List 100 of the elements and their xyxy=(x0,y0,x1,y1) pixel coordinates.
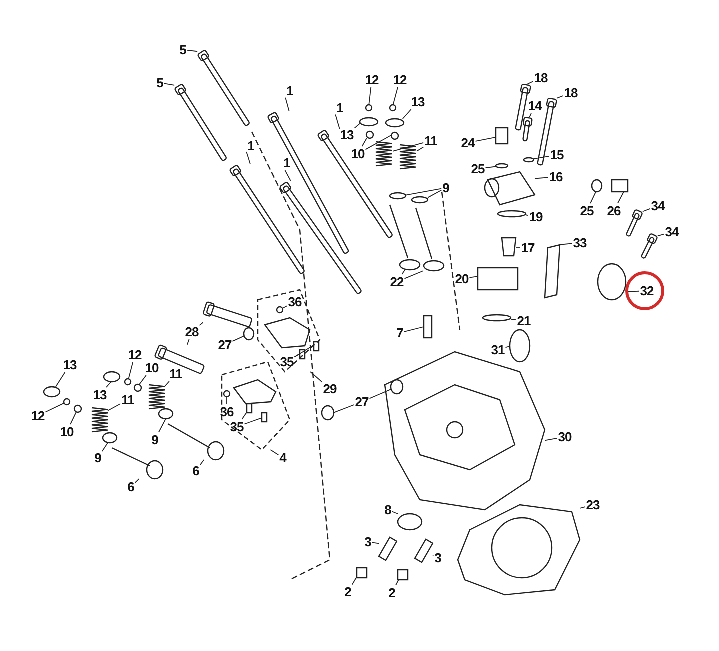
o-ring xyxy=(482,314,512,322)
callout-number: 23 xyxy=(586,498,600,512)
leader-line xyxy=(232,336,244,342)
valve-spring xyxy=(91,407,109,433)
callout-number: 16 xyxy=(549,170,563,184)
callout-number: 33 xyxy=(573,236,587,250)
leader-line xyxy=(396,580,400,586)
callout-number: 2 xyxy=(344,586,352,598)
valve-seal xyxy=(134,384,142,392)
bolt xyxy=(197,49,251,127)
spring-seat xyxy=(158,408,174,420)
leader-line xyxy=(527,81,534,85)
leader-line xyxy=(626,290,640,292)
valve xyxy=(168,423,225,461)
leader-line xyxy=(556,96,564,99)
head-gasket xyxy=(457,504,581,596)
leader-line xyxy=(406,188,442,196)
callout-number: 1 xyxy=(248,140,254,152)
callout-number: 15 xyxy=(550,148,564,162)
callout-number: 1 xyxy=(286,84,294,98)
bracket xyxy=(544,244,561,299)
pushrod xyxy=(202,301,253,328)
callout-number: 2 xyxy=(388,586,396,600)
stud xyxy=(378,536,398,562)
leader-line xyxy=(485,166,496,168)
callout-number: 12 xyxy=(128,348,142,362)
valve-spring xyxy=(399,144,417,170)
leader-line xyxy=(244,418,262,425)
callout-number: 35 xyxy=(230,420,244,434)
spring-seat xyxy=(389,192,407,200)
callout-number: 29 xyxy=(323,382,337,396)
callout-number: 1 xyxy=(284,156,290,170)
hose-clamp xyxy=(597,263,627,301)
leader-line xyxy=(200,460,205,466)
adjuster-screw xyxy=(313,341,320,352)
leader-line xyxy=(246,152,251,164)
spring-retainer xyxy=(359,117,379,127)
callout-number: 11 xyxy=(424,134,438,148)
callout-number: 3 xyxy=(364,536,372,548)
callout-number: 10 xyxy=(351,148,365,160)
callout-number: 27 xyxy=(218,338,232,352)
stud xyxy=(414,538,434,564)
callout-number: 25 xyxy=(471,162,485,176)
callout-number: 5 xyxy=(156,76,164,90)
callout-number: 19 xyxy=(529,210,543,224)
callout-number: 5 xyxy=(180,44,186,56)
callout-number: 13 xyxy=(340,128,354,142)
leader-line xyxy=(106,382,112,388)
leader-line xyxy=(164,83,176,86)
bolt xyxy=(640,232,659,260)
callout-number: 1 xyxy=(336,102,344,114)
leader-line xyxy=(365,134,392,150)
o-ring xyxy=(497,210,527,218)
valve-keeper xyxy=(63,398,71,406)
nut xyxy=(356,567,368,579)
washer xyxy=(321,405,335,421)
callout-number: 18 xyxy=(534,72,548,84)
leader-line xyxy=(108,404,122,412)
leader-line xyxy=(505,346,510,348)
callout-number: 4 xyxy=(280,452,286,464)
leader-line xyxy=(282,306,288,309)
leader-line xyxy=(617,192,624,204)
leader-line xyxy=(372,542,380,544)
spring-seat xyxy=(411,196,429,204)
callout-number: 6 xyxy=(128,480,134,494)
callout-number: 26 xyxy=(607,204,621,218)
spring-retainer xyxy=(385,118,405,128)
leader-line xyxy=(642,208,651,212)
leader-line xyxy=(164,381,170,388)
callout-number: 18 xyxy=(564,86,578,100)
bolt xyxy=(316,129,394,239)
callout-number: 27 xyxy=(355,396,369,408)
leader-line xyxy=(55,372,66,388)
leader-line xyxy=(558,243,573,246)
leader-line xyxy=(404,326,424,332)
leader-line xyxy=(139,375,147,385)
leader-line xyxy=(529,113,532,118)
spring-seat xyxy=(102,432,118,444)
leader-line xyxy=(128,362,134,380)
callout-number: 11 xyxy=(170,368,182,380)
callout-number: 12 xyxy=(393,74,407,86)
callout-number: 10 xyxy=(60,426,74,438)
callout-number: 13 xyxy=(93,388,107,402)
callout-number: 22 xyxy=(390,276,404,288)
callout-number: 9 xyxy=(94,452,102,464)
leader-line xyxy=(369,389,392,400)
bleed-screw xyxy=(522,116,533,142)
leader-line xyxy=(284,170,292,182)
leader-line xyxy=(402,109,412,120)
leader-line xyxy=(310,372,323,383)
valve-seal xyxy=(74,404,82,414)
callout-number: 11 xyxy=(122,394,134,406)
callout-number: 30 xyxy=(558,430,572,444)
callout-number: 7 xyxy=(396,326,404,340)
thermostat xyxy=(501,237,517,257)
leader-line xyxy=(362,138,368,147)
callout-number: 13 xyxy=(411,96,425,108)
callout-number: 24 xyxy=(461,136,475,150)
leader-line xyxy=(402,270,406,275)
washer xyxy=(523,157,535,163)
